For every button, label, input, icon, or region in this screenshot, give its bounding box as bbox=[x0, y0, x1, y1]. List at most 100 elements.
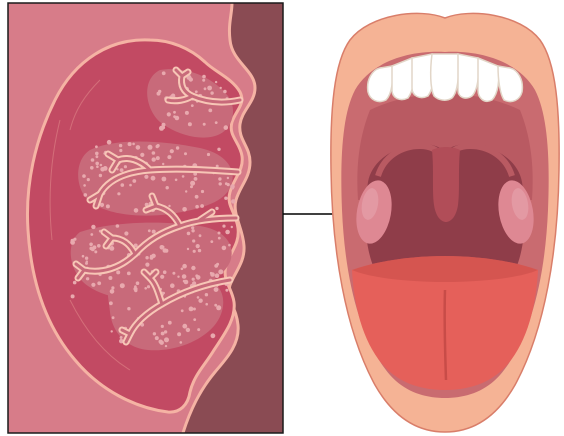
follicle-dot bbox=[90, 233, 93, 236]
follicle-dot bbox=[176, 146, 179, 149]
follicle-dot bbox=[195, 205, 199, 209]
follicle-dot bbox=[215, 81, 217, 83]
follicle-dot bbox=[196, 244, 200, 248]
follicle-dot bbox=[86, 260, 88, 262]
follicle-dot bbox=[152, 151, 156, 155]
follicle-dot bbox=[89, 243, 93, 247]
follicle-dot bbox=[161, 325, 164, 328]
follicle-dot bbox=[117, 192, 120, 195]
follicle-dot bbox=[171, 94, 175, 98]
follicle-dot bbox=[167, 155, 171, 159]
follicle-dot bbox=[215, 273, 220, 278]
follicle-dot bbox=[91, 225, 95, 229]
follicle-dot bbox=[73, 281, 77, 285]
follicle-dot bbox=[203, 123, 206, 126]
follicle-dot bbox=[153, 332, 156, 335]
follicle-dot bbox=[166, 186, 169, 189]
follicle-dot bbox=[82, 255, 85, 258]
follicle-dot bbox=[84, 193, 88, 197]
follicle-dot bbox=[116, 270, 120, 274]
follicle-dot bbox=[225, 289, 228, 292]
follicle-dot bbox=[134, 208, 139, 213]
follicle-dot bbox=[162, 292, 165, 295]
follicle-dot bbox=[120, 168, 124, 172]
follicle-dot bbox=[184, 280, 189, 285]
follicle-dot bbox=[222, 246, 227, 251]
follicle-dot bbox=[187, 248, 189, 250]
follicle-dot bbox=[136, 145, 141, 150]
follicle-dot bbox=[128, 142, 132, 146]
follicle-dot bbox=[83, 184, 86, 187]
follicle-dot bbox=[95, 145, 98, 148]
follicle-dot bbox=[170, 283, 175, 288]
follicle-dot bbox=[157, 92, 161, 96]
follicle-dot bbox=[187, 232, 191, 236]
follicle-dot bbox=[200, 204, 204, 208]
follicle-dot bbox=[199, 234, 202, 237]
follicle-dot bbox=[217, 148, 220, 151]
follicle-dot bbox=[96, 155, 99, 158]
follicle-dot bbox=[218, 269, 223, 274]
follicle-dot bbox=[185, 190, 187, 192]
follicle-dot bbox=[120, 283, 125, 288]
follicle-dot bbox=[177, 276, 179, 278]
follicle-dot bbox=[191, 226, 194, 229]
follicle-dot bbox=[170, 149, 174, 153]
follicle-dot bbox=[214, 304, 217, 307]
follicle-dot bbox=[181, 268, 184, 271]
follicle-dot bbox=[163, 248, 168, 253]
follicle-dot bbox=[136, 281, 140, 285]
follicle-dot bbox=[189, 77, 193, 81]
follicle-dot bbox=[167, 112, 171, 116]
follicle-dot bbox=[207, 86, 212, 91]
follicle-dot bbox=[182, 274, 187, 279]
follicle-dot bbox=[92, 245, 96, 249]
follicle-dot bbox=[215, 207, 218, 210]
follicle-dot bbox=[189, 307, 194, 312]
follicle-dot bbox=[208, 109, 212, 113]
follicle-dot bbox=[91, 158, 95, 162]
follicle-dot bbox=[119, 149, 122, 152]
follicle-dot bbox=[222, 225, 225, 228]
follicle-dot bbox=[85, 257, 88, 260]
follicle-dot bbox=[191, 266, 195, 270]
follicle-dot bbox=[155, 336, 159, 340]
follicle-dot bbox=[145, 263, 149, 267]
follicle-dot bbox=[202, 79, 205, 82]
follicle-dot bbox=[124, 231, 128, 235]
follicle-dot bbox=[185, 111, 189, 115]
follicle-dot bbox=[100, 164, 103, 167]
follicle-dot bbox=[91, 283, 95, 287]
follicle-dot bbox=[196, 275, 201, 280]
follicle-dot bbox=[198, 249, 201, 252]
follicle-dot bbox=[116, 224, 120, 228]
follicle-dot bbox=[188, 122, 192, 126]
follicle-dot bbox=[231, 199, 235, 203]
follicle-dot bbox=[103, 166, 108, 171]
follicle-dot bbox=[119, 144, 122, 147]
follicle-dot bbox=[156, 145, 159, 148]
follicle-dot bbox=[160, 275, 164, 279]
follicle-dot bbox=[193, 318, 196, 321]
follicle-dot bbox=[129, 184, 132, 187]
follicle-dot bbox=[107, 140, 112, 145]
follicle-dot bbox=[231, 226, 233, 228]
follicle-dot bbox=[159, 340, 163, 344]
follicle-dot bbox=[82, 174, 86, 178]
follicle-dot bbox=[201, 190, 204, 193]
follicle-dot bbox=[162, 177, 167, 182]
follicle-dot bbox=[112, 316, 115, 319]
follicle-dot bbox=[175, 116, 180, 121]
tongue-median-groove bbox=[445, 290, 446, 380]
follicle-dot bbox=[145, 256, 148, 259]
follicle-dot bbox=[198, 299, 202, 303]
follicle-dot bbox=[193, 250, 196, 253]
follicle-dot bbox=[197, 328, 200, 331]
follicle-dot bbox=[214, 264, 218, 268]
follicle-dot bbox=[144, 175, 148, 179]
follicle-dot bbox=[152, 230, 156, 234]
follicle-dot bbox=[90, 166, 94, 170]
follicle-dot bbox=[148, 145, 153, 150]
follicle-dot bbox=[202, 75, 206, 79]
